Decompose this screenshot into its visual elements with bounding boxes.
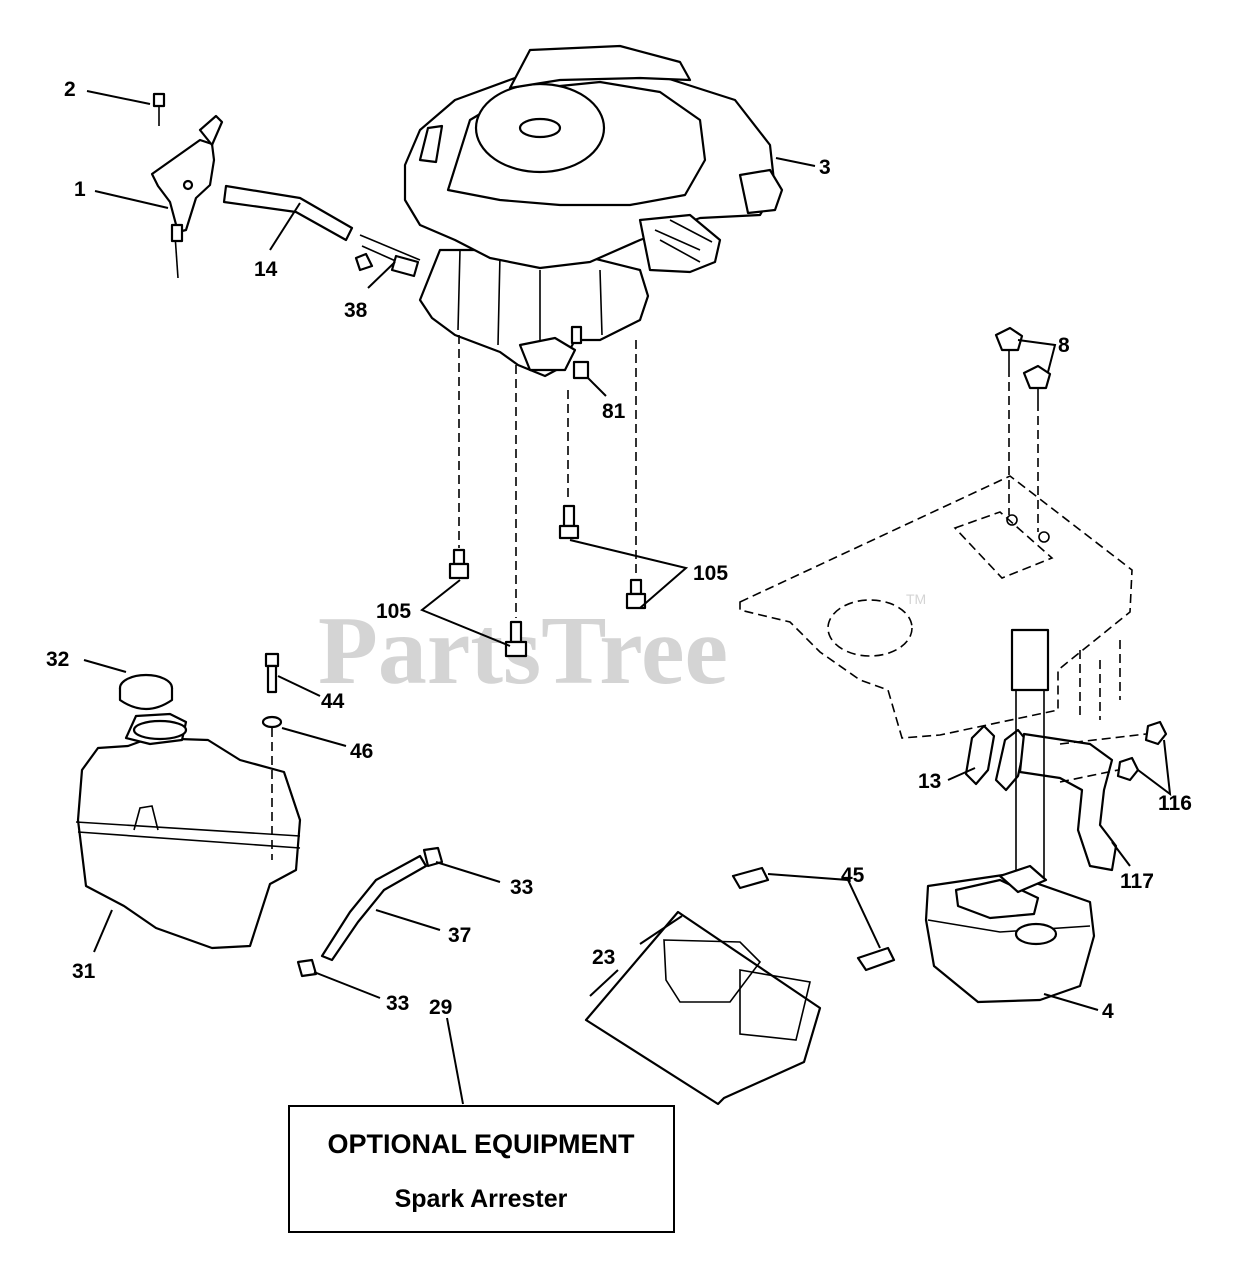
engine-bolt[interactable] bbox=[448, 548, 470, 580]
callout-33-top: 33 bbox=[510, 876, 533, 899]
watermark-trademark: TM bbox=[906, 591, 926, 607]
optional-equipment-box: OPTIONAL EQUIPMENT Spark Arrester bbox=[288, 1105, 675, 1233]
callout-37: 37 bbox=[448, 924, 471, 947]
shield-screw[interactable] bbox=[731, 866, 770, 890]
callout-14: 14 bbox=[254, 258, 278, 281]
callout-8: 8 bbox=[1058, 334, 1070, 357]
shield-screw[interactable] bbox=[856, 946, 896, 972]
callout-81: 81 bbox=[602, 400, 626, 423]
callout-23: 23 bbox=[592, 946, 615, 969]
exhaust-nut[interactable] bbox=[1116, 756, 1140, 782]
fuel-hose[interactable] bbox=[222, 184, 354, 242]
callout-46: 46 bbox=[350, 740, 373, 763]
hose-clamp[interactable] bbox=[296, 958, 318, 978]
tank-washer[interactable] bbox=[261, 715, 283, 729]
optional-equipment-subtitle: Spark Arrester bbox=[395, 1185, 568, 1213]
callout-13: 13 bbox=[918, 770, 941, 793]
callout-3: 3 bbox=[819, 156, 831, 179]
exhaust-pipe[interactable] bbox=[1018, 732, 1118, 872]
callout-32: 32 bbox=[46, 648, 69, 671]
callout-38: 38 bbox=[344, 299, 368, 322]
mounting-plate bbox=[739, 475, 1133, 739]
fuel-tank[interactable] bbox=[75, 712, 302, 950]
frame-knob-bolt[interactable] bbox=[994, 326, 1024, 368]
callout-4: 4 bbox=[1102, 1000, 1114, 1023]
callout-105-left: 105 bbox=[376, 600, 411, 623]
callout-29: 29 bbox=[429, 996, 452, 1019]
callout-116: 116 bbox=[1158, 792, 1192, 815]
engine-bolt[interactable] bbox=[558, 504, 580, 540]
fuel-cap[interactable] bbox=[118, 673, 174, 711]
tank-screw[interactable] bbox=[264, 652, 280, 694]
callout-45: 45 bbox=[841, 864, 865, 887]
callout-105-right: 105 bbox=[693, 562, 728, 585]
engine-bolt[interactable] bbox=[504, 620, 528, 658]
throttle-control[interactable] bbox=[150, 92, 224, 279]
fuel-filter[interactable] bbox=[354, 234, 421, 278]
exhaust-gasket[interactable] bbox=[964, 724, 1028, 792]
callout-33-bottom: 33 bbox=[386, 992, 409, 1015]
callout-31: 31 bbox=[72, 960, 96, 983]
engine-spacer[interactable] bbox=[572, 360, 590, 380]
muffler[interactable] bbox=[924, 864, 1096, 1004]
engine-bolt[interactable] bbox=[625, 578, 647, 610]
callout-2: 2 bbox=[64, 78, 76, 101]
exhaust-nut[interactable] bbox=[1144, 720, 1168, 746]
callout-44: 44 bbox=[321, 690, 345, 713]
callout-117: 117 bbox=[1120, 870, 1154, 893]
fuel-line[interactable] bbox=[320, 854, 428, 962]
frame-knob-bolt[interactable] bbox=[1022, 364, 1052, 402]
callout-1: 1 bbox=[74, 178, 86, 201]
optional-equipment-title: OPTIONAL EQUIPMENT bbox=[327, 1129, 635, 1159]
engine[interactable] bbox=[403, 44, 784, 378]
heat-shield[interactable] bbox=[584, 910, 822, 1106]
